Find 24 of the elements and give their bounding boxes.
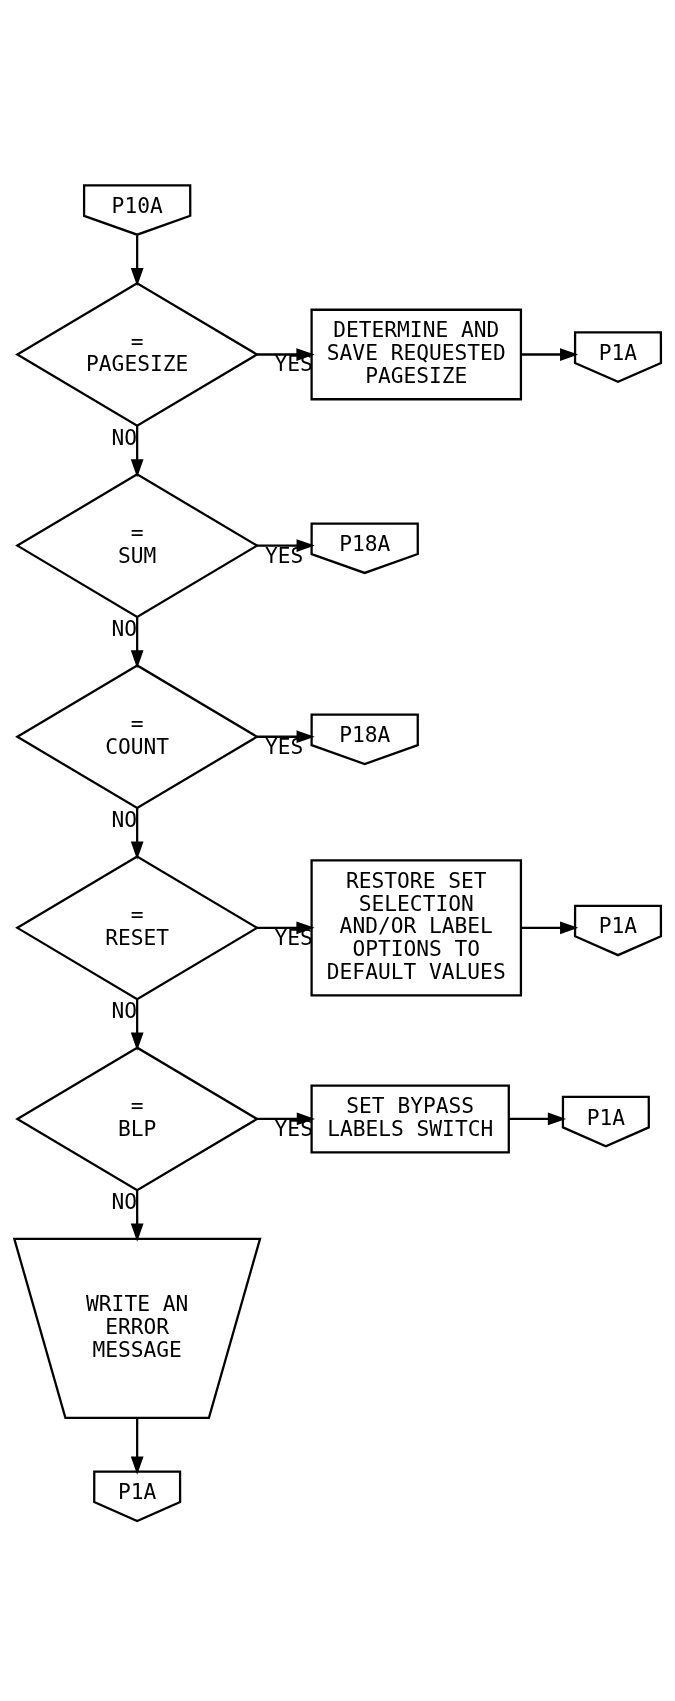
arrow [521,348,579,361]
arrow [257,921,315,935]
edge-label: YES [265,542,304,568]
arrow [130,1190,144,1242]
arrow [130,617,144,669]
arrow [508,1112,567,1126]
node-diamond: = PAGESIZE [15,281,260,428]
arrow [257,539,315,552]
node-diamond: = RESET [15,855,260,1001]
node-box: RESTORE SET SELECTION AND/OR LABEL OPTIONS TO DEFAULT VALUES [310,859,523,997]
arrow [130,426,144,478]
arrow [130,235,144,287]
node-diamond: = SUM [15,473,260,619]
edge-label: YES [265,733,304,759]
node-box: SET BYPASS LABELS SWITCH [310,1084,510,1154]
arrow [130,808,144,860]
arrow [130,1418,144,1475]
edge-label: YES [274,924,313,950]
arrow [130,999,144,1051]
node-box: DETERMINE AND SAVE REQUESTED PAGESIZE [310,308,523,401]
arrow [521,921,579,935]
node-diamond: = BLP [15,1046,260,1192]
arrow [257,730,315,744]
node-diamond: = COUNT [15,664,260,810]
